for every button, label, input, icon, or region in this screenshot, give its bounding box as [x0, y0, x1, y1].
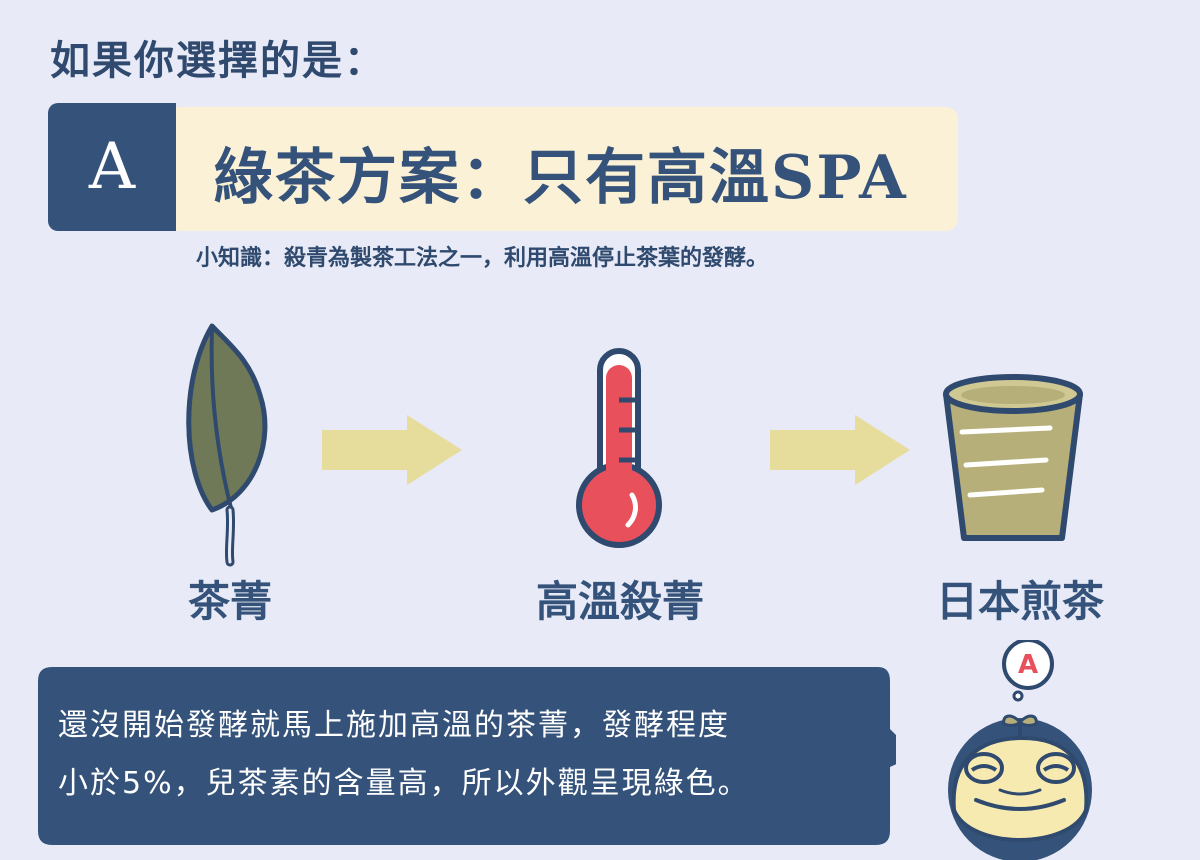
tea-leaf-icon — [186, 323, 268, 567]
step-label-tea-leaf: 茶菁 — [187, 577, 272, 626]
speech-line: 小於5%，兒茶素的含量高，所以外觀呈現綠色。 — [58, 766, 750, 801]
arrow-right-icon — [322, 415, 462, 485]
speech-text: 還沒開始發酵就馬上施加高溫的茶菁，發酵程度 小於5%，兒茶素的含量高，所以外觀呈… — [58, 697, 878, 813]
tip-text: 小知識：殺青為製茶工法之一，利用高溫停止茶葉的發酵。 — [196, 246, 769, 271]
mascot-badge-letter: A — [1018, 650, 1038, 680]
arrow-right-icon — [770, 415, 910, 485]
speech-bubble-shape — [38, 667, 896, 845]
banner-background — [168, 107, 958, 231]
tea-cup-icon — [943, 374, 1083, 541]
option-letter-badge: A — [48, 103, 176, 231]
frog-mascot: A — [948, 640, 1092, 860]
thermometer-icon — [576, 348, 662, 548]
speech-line: 還沒開始發酵就馬上施加高溫的茶菁，發酵程度 — [58, 708, 730, 743]
step-label-sencha: 日本煎茶 — [935, 577, 1104, 626]
step-label-high-heat: 高溫殺菁 — [535, 577, 704, 626]
page-title: 如果你選擇的是： — [50, 38, 386, 84]
option-title: 綠茶方案：只有高溫SPA — [213, 143, 908, 213]
option-banner: A 綠茶方案：只有高溫SPA — [48, 103, 960, 233]
speech-bubble: 還沒開始發酵就馬上施加高溫的茶菁，發酵程度 小於5%，兒茶素的含量高，所以外觀呈… — [38, 667, 896, 845]
